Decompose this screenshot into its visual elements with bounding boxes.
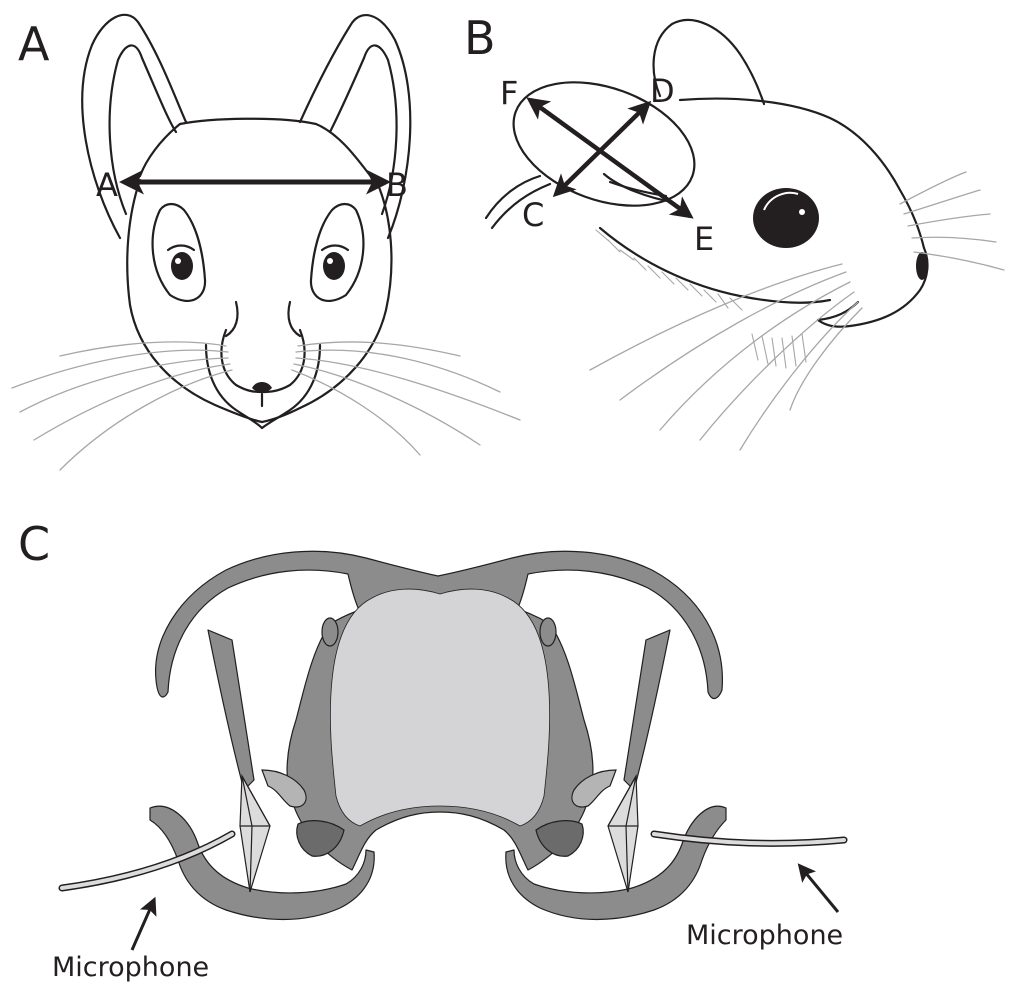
point-b-label: B bbox=[386, 166, 408, 204]
panel-b-label: B bbox=[464, 11, 496, 65]
point-e-label: E bbox=[694, 220, 714, 258]
panel-b-head-drawing bbox=[486, 20, 927, 327]
panel-a-eyes bbox=[171, 252, 345, 393]
panel-a-label: A bbox=[18, 17, 50, 71]
arrow-c-d bbox=[556, 104, 648, 194]
panel-b-nose bbox=[916, 252, 928, 280]
microphone-right-label: Microphone bbox=[686, 920, 843, 951]
panel-a-whiskers bbox=[12, 342, 520, 470]
panel-a-head-drawing bbox=[82, 15, 410, 428]
point-f-label: F bbox=[500, 74, 518, 112]
panel-b-eye bbox=[753, 188, 928, 280]
point-c-label: C bbox=[522, 196, 544, 234]
panel-c-cranial-cavity bbox=[330, 589, 549, 826]
panel-c-label: C bbox=[18, 517, 50, 571]
microphone-left-label: Microphone bbox=[52, 952, 209, 983]
microphone-right-arrow bbox=[800, 866, 838, 912]
microphone-left-arrow bbox=[132, 900, 154, 950]
point-a-label: A bbox=[96, 166, 118, 204]
panel-b-measurement-arrows bbox=[530, 100, 690, 216]
arrow-f-e bbox=[530, 100, 690, 216]
point-d-label: D bbox=[650, 72, 675, 110]
